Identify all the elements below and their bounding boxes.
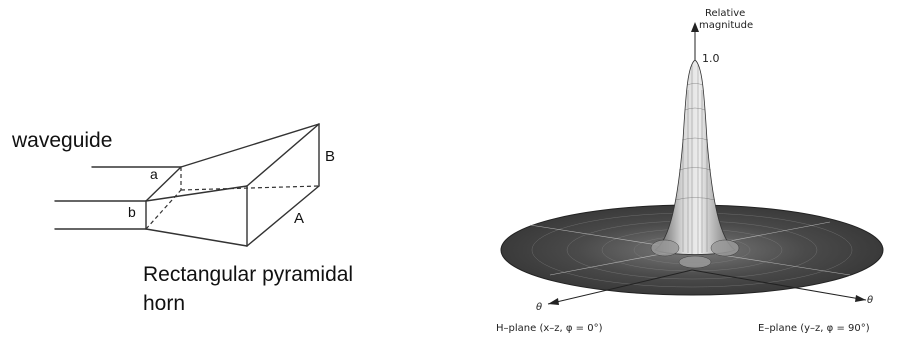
peak-value-label: 1.0 (702, 52, 720, 65)
dimension-b-label: b (128, 204, 136, 220)
z-axis-label-line2: magnitude (699, 20, 754, 31)
z-axis-arrowhead (691, 22, 699, 32)
z-axis-label-line1: Relative (705, 8, 746, 19)
lobe-mesh-lines (674, 64, 716, 254)
side-lobes (650, 239, 740, 269)
theta-left-label: θ (536, 302, 543, 313)
throat-top-edge (145, 166, 182, 202)
dimension-B-label: B (325, 148, 336, 165)
theta-axes (547, 269, 867, 305)
horn-caption-line2: horn (143, 292, 186, 315)
hidden-flare-edge (180, 185, 320, 191)
theta-right-label: θ (867, 295, 874, 306)
dimension-A-label: A (294, 210, 305, 227)
waveguide-label: waveguide (12, 129, 113, 152)
aperture-top-edge (246, 123, 320, 187)
horn-top-edge (180, 123, 320, 168)
e-plane-label: E–plane (y–z, φ = 90°) (758, 323, 870, 334)
hidden-throat-diagonal (145, 189, 182, 230)
theta-right-arrowhead (855, 295, 866, 302)
dimension-a-label: a (150, 166, 158, 182)
horn-lower-side-edge (145, 228, 248, 247)
horn-antenna-diagram (54, 123, 320, 247)
aperture-bottom-edge (246, 185, 320, 247)
h-plane-label: H–plane (x–z, φ = 0°) (496, 323, 603, 334)
radiation-pattern-plot (500, 22, 884, 305)
horn-caption-line1: Rectangular pyramidal (143, 263, 354, 286)
theta-left-arrowhead (548, 298, 559, 305)
